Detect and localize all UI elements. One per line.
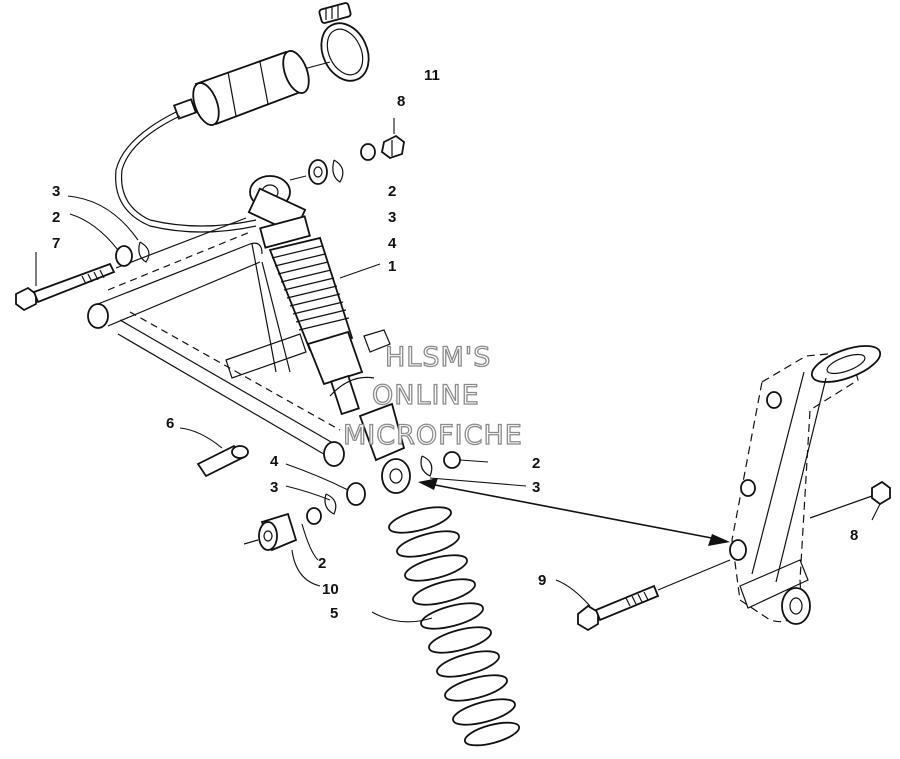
callout-7: 7 [52,235,60,252]
left-washer-snapring [115,241,150,267]
callout-1: 1 [388,258,396,275]
reservoir-canister-part [115,50,310,233]
callout-6: 6 [166,415,174,432]
shock-top-hardware [308,143,376,185]
lock-nut-right-part [871,480,891,506]
callout-8-top: 8 [397,93,405,110]
callout-2-bottom-left: 2 [318,555,326,572]
a-arm-frame-part [87,231,391,467]
shock-bottom-hardware-right [420,451,461,477]
watermark-line-2: ONLINE [372,380,480,411]
callout-10: 10 [322,581,339,598]
hose-clamp-part [318,2,370,82]
shock-absorber-part [247,175,411,494]
bushing-part [243,512,298,552]
callout-3-top: 3 [388,209,396,226]
callout-8-right: 8 [850,527,858,544]
pin-part [196,444,249,478]
callout-4-top: 4 [388,235,397,252]
callout-4-bottom: 4 [270,453,279,470]
callout-3-bottom-left: 3 [270,479,278,496]
callout-3-left: 3 [52,183,60,200]
watermark-line-3: MICROFICHE [343,420,523,451]
callout-5: 5 [330,605,338,622]
callout-2-left: 2 [52,209,60,226]
mounting-bolt-left-part [15,217,247,312]
callout-11: 11 [424,67,440,84]
mounting-bolt-right-part [577,559,731,632]
shock-bottom-hardware-left [306,482,366,525]
callout-3-bottom-right: 3 [532,479,540,496]
lock-nut-top-part [381,134,405,160]
assembly-arrow [418,478,730,546]
watermark: HLSM'S ONLINE MICROFICHE [342,341,523,451]
spindle-bracket-part [729,345,882,625]
coil-spring-part [388,506,521,747]
callout-2-bottom-right: 2 [532,455,540,472]
callout-9: 9 [538,572,546,589]
callout-2-top: 2 [388,183,396,200]
watermark-line-1: HLSM'S [385,342,491,373]
